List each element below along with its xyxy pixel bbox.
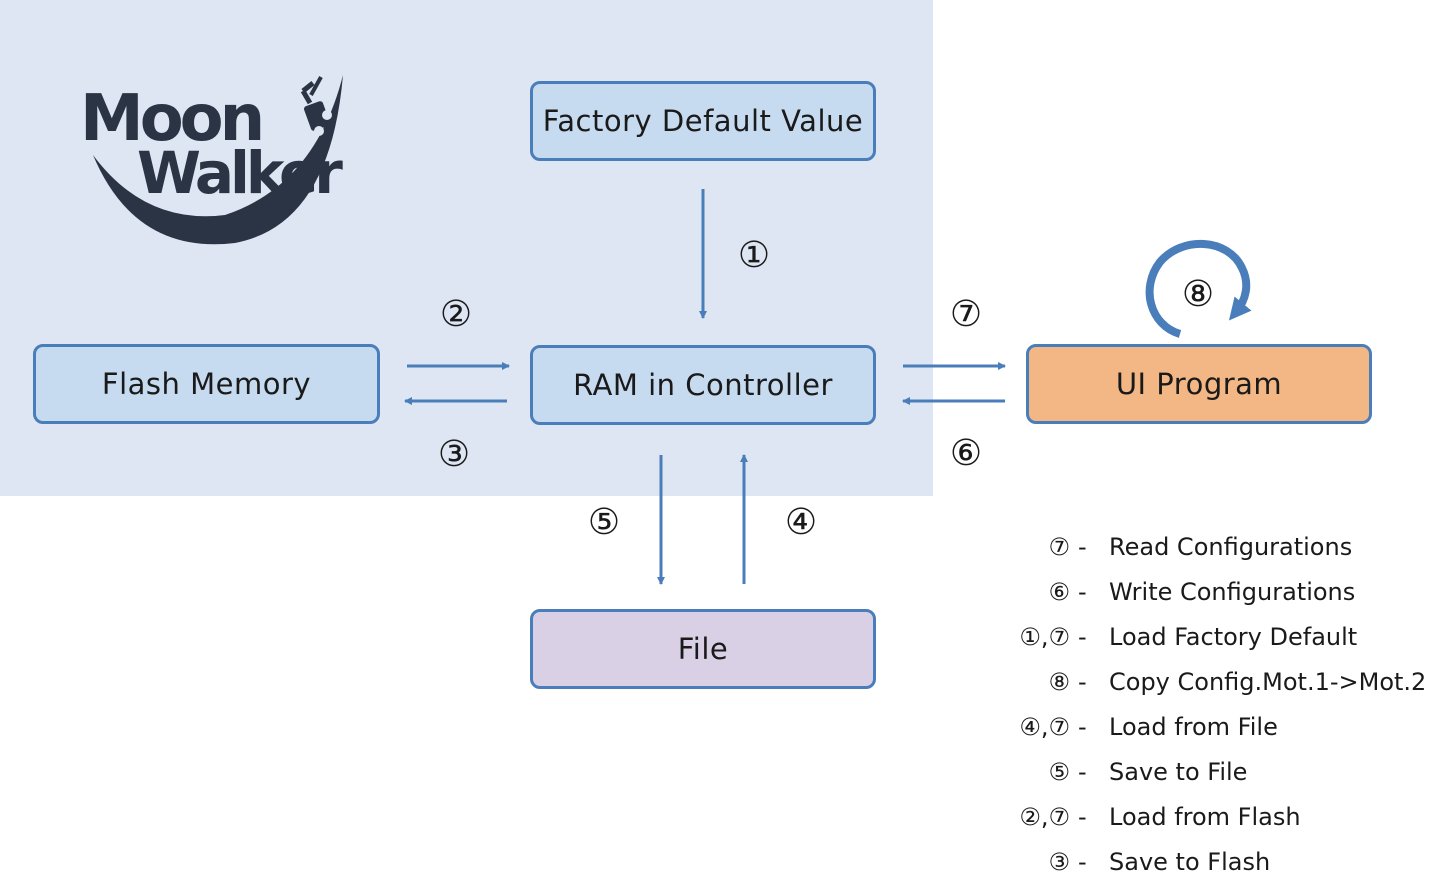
ui-program-box: UI Program [1026,344,1372,424]
marker-4: ④ [784,502,818,543]
legend-row: ⑥ - Write Configurations [0,572,1434,612]
ram-controller-box: RAM in Controller [530,345,876,425]
legend-separator: - [1078,668,1087,696]
legend-row: ①,⑦ - Load Factory Default [0,617,1434,657]
legend-key: ④,⑦ [1019,713,1070,741]
marker-7: ⑦ [949,294,983,335]
ui-program-label: UI Program [1115,367,1283,401]
marker-5: ⑤ [587,502,621,543]
legend-key: ⑤ [1048,758,1070,786]
legend-separator: - [1078,803,1087,831]
legend-key: ⑧ [1048,668,1070,696]
legend-text: Read Configurations [1109,533,1353,561]
legend-text: Load from Flash [1109,803,1301,831]
legend-text: Load Factory Default [1109,623,1358,651]
legend-row: ⑦ - Read Configurations [0,527,1434,567]
flash-memory-box: Flash Memory [33,344,380,424]
file-box: File [530,609,876,689]
legend-separator: - [1078,578,1087,606]
ram-controller-label: RAM in Controller [573,368,833,402]
marker-3: ③ [437,434,471,475]
legend-separator: - [1078,758,1087,786]
flash-memory-label: Flash Memory [101,367,312,401]
legend-text: Load from File [1109,713,1278,741]
legend-text: Save to File [1109,758,1248,786]
legend-text: Copy Config.Mot.1->Mot.2 [1109,668,1427,696]
legend-key: ⑦ [1048,533,1070,561]
legend-key: ①,⑦ [1019,623,1070,651]
marker-8: ⑧ [1181,274,1215,315]
legend-separator: - [1078,533,1087,561]
factory-default-box: Factory Default Value [530,81,876,161]
marker-1: ① [737,235,771,276]
logo-text-moon: Moon [80,82,261,156]
moon-crescent [93,75,343,245]
legend-row: ③ - Save to Flash [0,842,1434,882]
robot-on-moon-icon [300,76,332,136]
legend-key: ⑥ [1048,578,1070,606]
legend-text: Save to Flash [1109,848,1271,876]
marker-2: ② [439,294,473,335]
legend-text: Write Configurations [1109,578,1356,606]
legend-separator: - [1078,848,1087,876]
legend-separator: - [1078,713,1087,741]
legend-row: ⑧ - Copy Config.Mot.1->Mot.2 [0,662,1434,702]
arrow-ui-self-loop [1145,239,1252,338]
legend-separator: - [1078,623,1087,651]
legend-key: ③ [1048,848,1070,876]
logo-text-walker: Walker [137,139,343,207]
legend-key: ②,⑦ [1019,803,1070,831]
moonwalker-logo: Moon Walker [80,75,347,245]
factory-default-label: Factory Default Value [542,104,864,138]
file-label: File [677,632,729,666]
legend-row: ②,⑦ - Load from Flash [0,797,1434,837]
legend-row: ⑤ - Save to File [0,752,1434,792]
legend-row: ④,⑦ - Load from File [0,707,1434,747]
marker-6: ⑥ [949,433,983,474]
